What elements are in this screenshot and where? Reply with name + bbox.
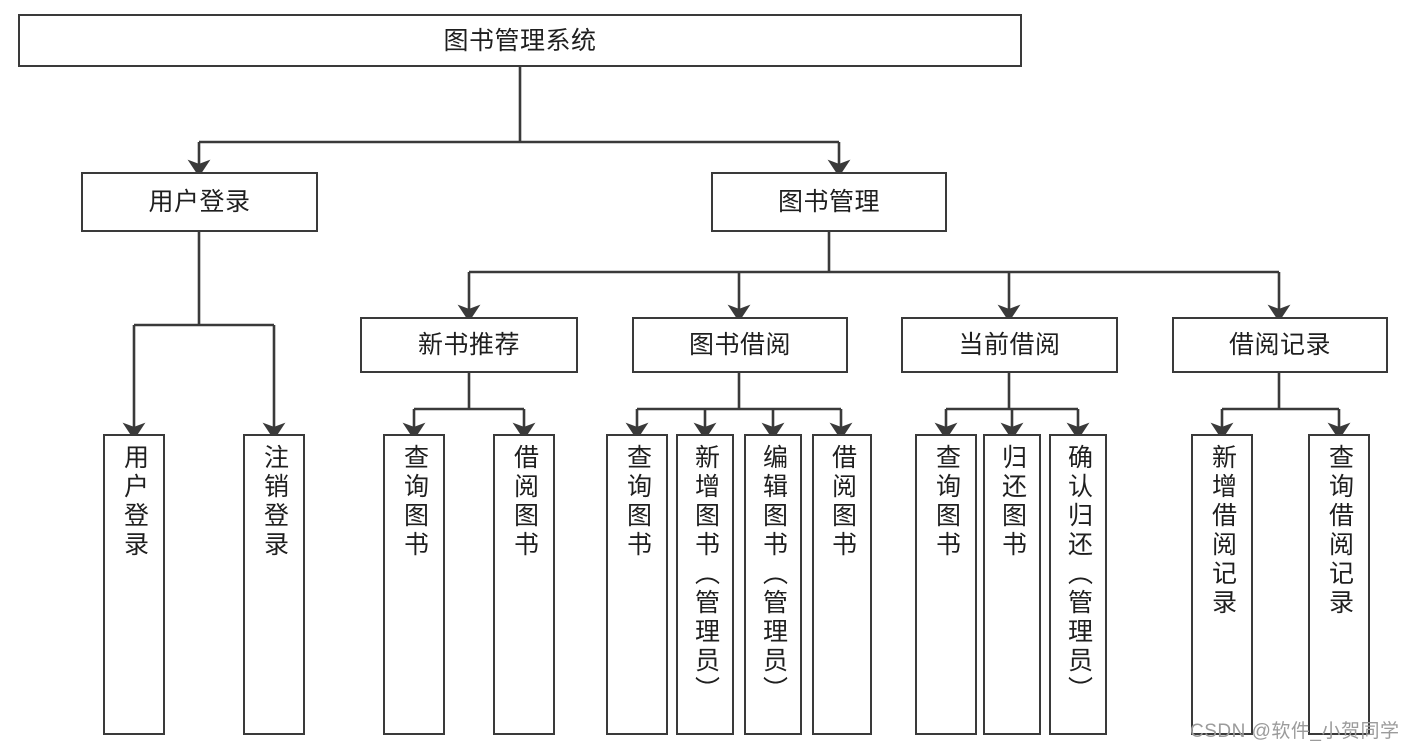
leaf-query-book-borrow[interactable]: 查询图书 (606, 434, 668, 735)
node-label: 新书推荐 (417, 331, 520, 359)
node-label: 图书管理系统 (443, 26, 597, 55)
node-user-login[interactable]: 用户登录 (81, 172, 318, 232)
node-label: 借阅图书 (510, 444, 539, 560)
node-label: 确认归还（管理员） (1064, 444, 1093, 705)
leaf-user-login[interactable]: 用户登录 (103, 434, 165, 735)
leaf-query-borrow-record[interactable]: 查询借阅记录 (1308, 434, 1370, 735)
node-borrow-record[interactable]: 借阅记录 (1172, 317, 1388, 373)
node-label: 编辑图书（管理员） (759, 444, 788, 705)
node-label: 用户登录 (120, 444, 149, 560)
node-label: 当前借阅 (958, 331, 1061, 359)
leaf-edit-book[interactable]: 编辑图书（管理员） (744, 434, 802, 735)
node-label: 归还图书 (998, 444, 1027, 560)
node-label: 图书借阅 (688, 331, 791, 359)
node-label: 注销登录 (260, 444, 289, 560)
leaf-borrow-book[interactable]: 借阅图书 (812, 434, 872, 735)
node-label: 新增借阅记录 (1208, 444, 1237, 618)
leaf-borrow-book-recommend[interactable]: 借阅图书 (493, 434, 555, 735)
node-label: 查询图书 (623, 444, 652, 560)
leaf-user-logout[interactable]: 注销登录 (243, 434, 305, 735)
leaf-return-book[interactable]: 归还图书 (983, 434, 1041, 735)
leaf-add-borrow-record[interactable]: 新增借阅记录 (1191, 434, 1253, 735)
node-label: 查询图书 (932, 444, 961, 560)
node-label: 图书管理 (777, 188, 880, 216)
node-label: 借阅记录 (1228, 331, 1331, 359)
node-root-system[interactable]: 图书管理系统 (18, 14, 1022, 67)
leaf-confirm-return[interactable]: 确认归还（管理员） (1049, 434, 1107, 735)
node-label: 查询图书 (400, 444, 429, 560)
node-book-management[interactable]: 图书管理 (711, 172, 947, 232)
node-label: 用户登录 (148, 188, 251, 216)
node-label: 查询借阅记录 (1325, 444, 1354, 618)
node-book-borrow[interactable]: 图书借阅 (632, 317, 848, 373)
node-label: 新增图书（管理员） (691, 444, 720, 705)
leaf-query-book-current[interactable]: 查询图书 (915, 434, 977, 735)
node-label: 借阅图书 (828, 444, 857, 560)
watermark-text: CSDN @软件_小贺同学 (1190, 721, 1400, 742)
node-new-book-recommend[interactable]: 新书推荐 (360, 317, 578, 373)
leaf-query-book-recommend[interactable]: 查询图书 (383, 434, 445, 735)
node-current-borrow[interactable]: 当前借阅 (901, 317, 1118, 373)
leaf-add-book[interactable]: 新增图书（管理员） (676, 434, 734, 735)
